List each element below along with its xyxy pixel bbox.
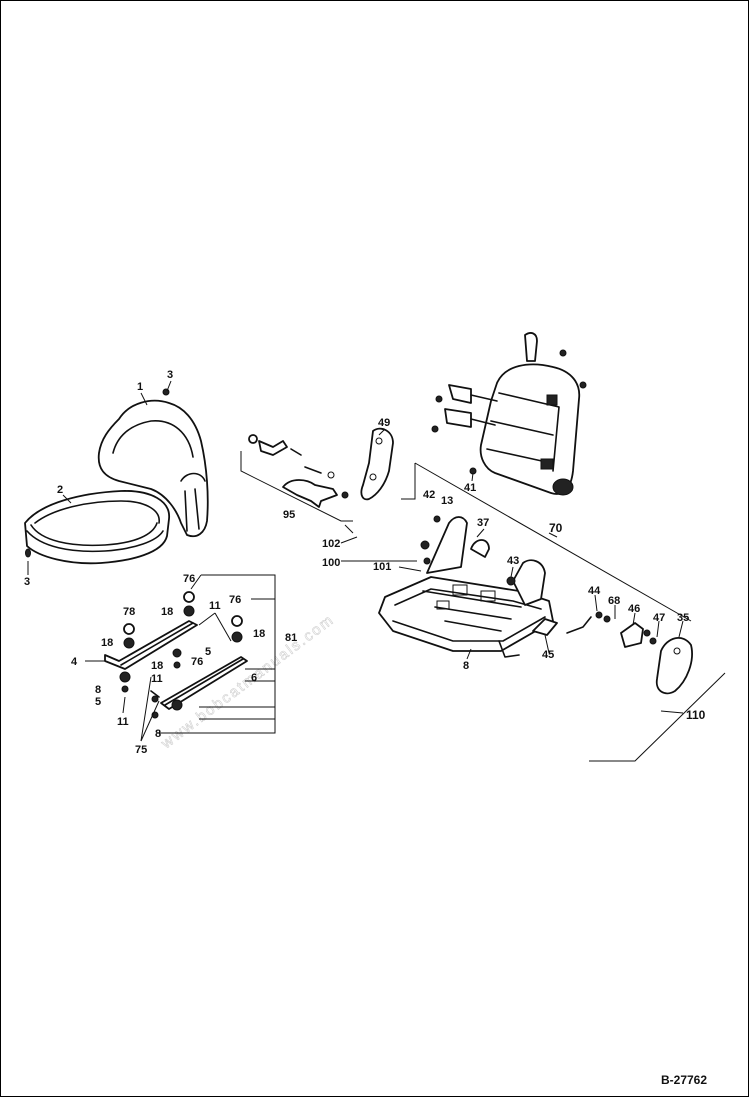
leader-lines bbox=[27, 380, 726, 762]
callout-labels: 1 3 2 3 49 95 102 100 101 42 13 37 41 70… bbox=[24, 369, 706, 756]
callout-42: 42 bbox=[423, 489, 435, 501]
callout-3: 3 bbox=[24, 576, 30, 588]
callout-11: 11 bbox=[117, 716, 129, 728]
callout-18: 18 bbox=[101, 637, 113, 649]
callout-43: 43 bbox=[507, 555, 519, 567]
callout-110: 110 bbox=[686, 708, 706, 722]
callout-47: 47 bbox=[653, 612, 665, 624]
callout-100: 100 bbox=[322, 557, 340, 569]
right-lever-parts bbox=[532, 611, 693, 695]
callout-5: 5 bbox=[205, 646, 211, 658]
callout-1: 1 bbox=[137, 381, 143, 393]
callout-49: 49 bbox=[378, 417, 390, 429]
callout-6: 6 bbox=[251, 672, 257, 684]
lever-link-assembly bbox=[248, 434, 349, 508]
callout-18: 18 bbox=[151, 660, 163, 672]
callout-76: 76 bbox=[183, 573, 195, 585]
callout-37: 37 bbox=[477, 517, 489, 529]
seat-back-cushion bbox=[97, 388, 209, 538]
callout-78: 78 bbox=[123, 606, 135, 618]
callout-101: 101 bbox=[373, 561, 391, 573]
slide-rails bbox=[104, 591, 248, 719]
callout-35: 35 bbox=[677, 612, 689, 624]
callout-18: 18 bbox=[253, 628, 265, 640]
callout-13: 13 bbox=[441, 495, 453, 507]
callout-76: 76 bbox=[229, 594, 241, 606]
callout-102: 102 bbox=[322, 538, 340, 550]
callout-70: 70 bbox=[549, 521, 563, 535]
callout-5: 5 bbox=[95, 696, 101, 708]
callout-11: 11 bbox=[209, 600, 221, 612]
callout-41: 41 bbox=[464, 482, 476, 494]
callout-3: 3 bbox=[167, 369, 173, 381]
seat-base-pan bbox=[378, 515, 554, 658]
callout-45: 45 bbox=[542, 649, 554, 661]
callout-8: 8 bbox=[463, 660, 469, 672]
callout-4: 4 bbox=[71, 656, 78, 668]
callout-8: 8 bbox=[155, 728, 161, 740]
callout-95: 95 bbox=[283, 509, 295, 521]
callout-44: 44 bbox=[588, 585, 601, 597]
callout-75: 75 bbox=[135, 744, 147, 756]
callout-8: 8 bbox=[95, 684, 101, 696]
callout-18: 18 bbox=[161, 606, 173, 618]
callout-2: 2 bbox=[57, 484, 63, 496]
callout-46: 46 bbox=[628, 603, 640, 615]
callout-81: 81 bbox=[285, 632, 297, 644]
callout-76: 76 bbox=[191, 656, 203, 668]
left-side-bracket bbox=[360, 427, 394, 501]
callout-68: 68 bbox=[608, 595, 620, 607]
diagram-number: B-27762 bbox=[661, 1073, 707, 1087]
seat-cushion bbox=[24, 490, 170, 565]
backrest-frame bbox=[431, 332, 587, 496]
callout-11: 11 bbox=[151, 673, 163, 685]
